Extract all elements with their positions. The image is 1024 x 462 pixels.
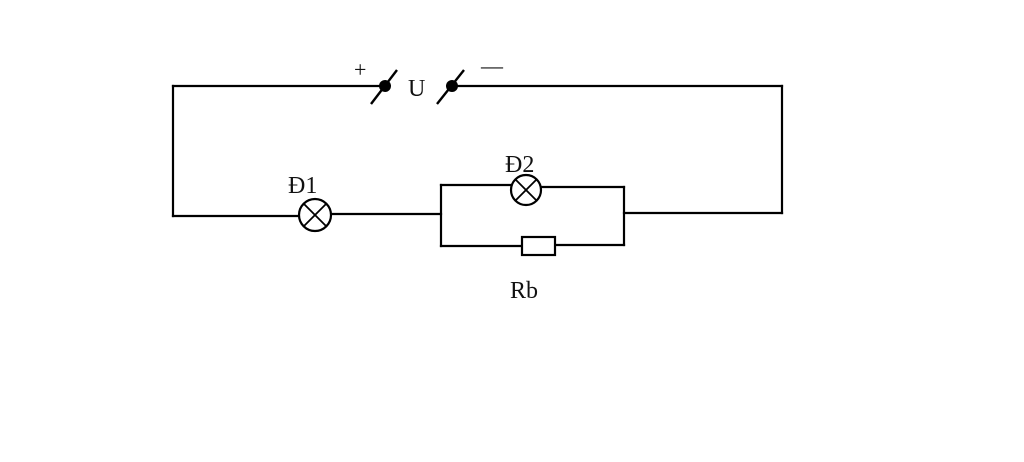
negative-terminal-dot: [446, 80, 458, 92]
lamp-d2-cross-b: [515, 179, 537, 201]
resistor-rb: [520, 235, 557, 257]
parallel-branch: [439, 183, 626, 257]
source-label: U: [408, 76, 425, 102]
lamp2-label: Đ2: [505, 152, 534, 178]
outer-wires: [171, 84, 784, 218]
resistor-label: Rb: [510, 278, 538, 304]
lamp-d1: [297, 197, 333, 233]
source-terminals: [370, 69, 465, 105]
lamp-d2: [509, 173, 543, 207]
positive-terminal-dot: [379, 80, 391, 92]
negative-sign: —: [480, 53, 504, 78]
positive-sign: +: [354, 57, 366, 82]
lamp-d1-cross-b: [303, 203, 327, 227]
lamp1-label: Đ1: [288, 173, 317, 199]
